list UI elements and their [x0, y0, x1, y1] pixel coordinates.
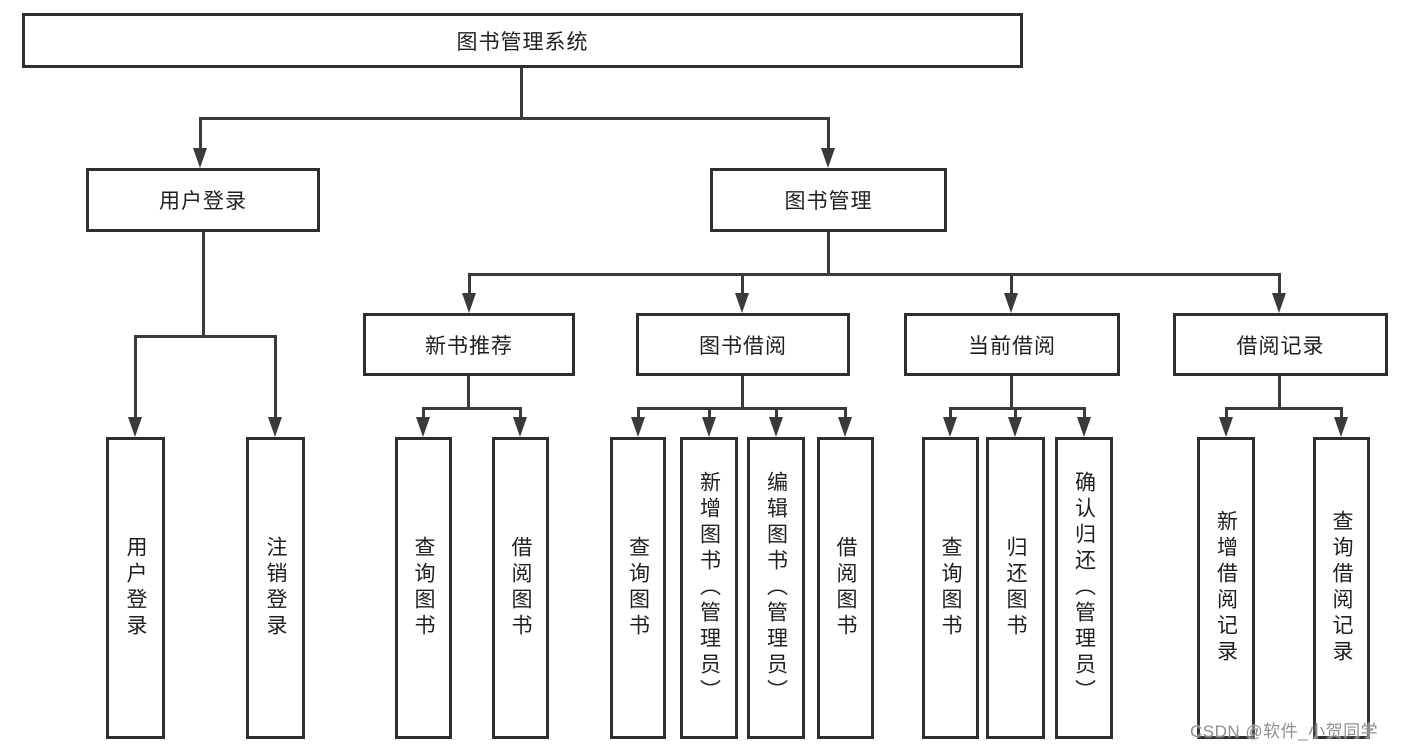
- arrow-to-book-borrow: [735, 293, 749, 313]
- arrow-to-leaf: [943, 417, 957, 437]
- connector-stem-leaf: [1340, 407, 1343, 420]
- connector-book-borrow-rail: [637, 407, 847, 410]
- connector-stem-leaf: [775, 407, 778, 420]
- connector-stem-leaf: [1225, 407, 1228, 420]
- leaf-edit-books-admin: 编辑图书（管理员）: [747, 437, 805, 739]
- leaf-confirm-return-admin: 确认归还（管理员）: [1055, 437, 1113, 739]
- arrow-to-borrow-records: [1272, 293, 1286, 313]
- connector-stem-leaf: [637, 407, 640, 420]
- connector-new-book-rail: [422, 407, 522, 410]
- leaf-query-borrow-record: 查询借阅记录: [1313, 437, 1370, 739]
- connector-stem-leaf-login: [134, 335, 137, 417]
- leaf-borrow-books-recommend: 借阅图书: [492, 437, 549, 739]
- connector-level3-rail: [468, 273, 1281, 276]
- connector-stem-leaf: [949, 407, 952, 420]
- arrow-to-leaf: [631, 417, 645, 437]
- arrow-to-leaf: [416, 417, 430, 437]
- connector-stem-leaf: [422, 407, 425, 420]
- connector-stem-leaf: [519, 407, 522, 420]
- arrow-to-leaf: [1008, 417, 1022, 437]
- connector-current-borrow-rail: [949, 407, 1086, 410]
- connector-stem-book-mgmt: [827, 117, 830, 150]
- node-borrow-records: 借阅记录: [1173, 313, 1388, 376]
- leaf-label: 查询借阅记录: [1330, 510, 1353, 666]
- connector-borrow-records-drop: [1278, 376, 1281, 407]
- node-user-login: 用户登录: [86, 168, 320, 232]
- leaf-label: 新增借阅记录: [1214, 510, 1238, 666]
- arrow-to-leaf: [1077, 417, 1091, 437]
- leaf-label: 借阅图书: [834, 536, 857, 640]
- leaf-query-books-current: 查询图书: [922, 437, 979, 739]
- arrow-to-leaf: [513, 417, 527, 437]
- connector-stem-new-book: [468, 273, 471, 295]
- connector-stem-current-borrow: [1010, 273, 1013, 295]
- connector-stem-book-borrow: [741, 273, 744, 295]
- connector-stem-leaf-logout: [274, 335, 277, 417]
- connector-stem-user-login: [199, 117, 202, 150]
- arrow-to-new-book: [462, 293, 476, 313]
- arrow-to-leaf: [838, 417, 852, 437]
- leaf-label: 查询图书: [626, 536, 650, 640]
- node-current-borrow: 当前借阅: [904, 313, 1120, 376]
- leaf-query-books-borrow: 查询图书: [610, 437, 666, 739]
- connector-current-borrow-drop: [1010, 376, 1013, 407]
- leaf-label: 确认归还（管理员）: [1072, 471, 1096, 705]
- arrow-to-leaf-logout: [268, 417, 282, 437]
- leaf-label: 查询图书: [412, 536, 435, 640]
- node-book-management: 图书管理: [710, 168, 947, 232]
- arrow-to-book-mgmt: [821, 148, 835, 168]
- leaf-label: 编辑图书（管理员）: [764, 471, 788, 705]
- connector-stem-leaf: [1083, 407, 1086, 420]
- connector-stem-leaf: [708, 407, 711, 420]
- connector-new-book-drop: [467, 376, 470, 407]
- leaf-query-books-recommend: 查询图书: [395, 437, 452, 739]
- connector-stem-leaf: [1014, 407, 1017, 420]
- connector-user-login-drop: [202, 232, 205, 335]
- leaf-label: 用户登录: [124, 536, 147, 640]
- connector-user-login-rail: [134, 335, 277, 338]
- node-new-book-recommend: 新书推荐: [363, 313, 575, 376]
- connector-book-borrow-drop: [741, 376, 744, 407]
- arrow-to-user-login: [193, 148, 207, 168]
- leaf-logout: 注销登录: [246, 437, 305, 739]
- connector-root-drop: [520, 68, 523, 117]
- arrow-to-leaf-login: [128, 417, 142, 437]
- arrow-to-leaf: [702, 417, 716, 437]
- arrow-to-current-borrow: [1004, 293, 1018, 313]
- csdn-watermark: CSDN @软件_小贺同学: [1190, 722, 1379, 741]
- arrow-to-leaf: [1219, 417, 1233, 437]
- connector-stem-leaf: [844, 407, 847, 420]
- node-book-borrow: 图书借阅: [636, 313, 850, 376]
- leaf-label: 查询图书: [939, 536, 962, 640]
- arrow-to-leaf: [769, 417, 783, 437]
- leaf-return-books: 归还图书: [986, 437, 1045, 739]
- leaf-borrow-books: 借阅图书: [817, 437, 874, 739]
- connector-stem-borrow-records: [1278, 273, 1281, 295]
- leaf-label: 归还图书: [1004, 536, 1027, 640]
- connector-borrow-records-rail: [1225, 407, 1343, 410]
- connector-book-mgmt-drop: [827, 232, 830, 273]
- leaf-add-borrow-record: 新增借阅记录: [1197, 437, 1255, 739]
- leaf-label: 新增图书（管理员）: [697, 471, 721, 705]
- node-library-system: 图书管理系统: [22, 13, 1023, 68]
- leaf-add-books-admin: 新增图书（管理员）: [680, 437, 738, 739]
- leaf-label: 注销登录: [264, 536, 287, 640]
- leaf-label: 借阅图书: [509, 536, 532, 640]
- leaf-user-login: 用户登录: [106, 437, 165, 739]
- arrow-to-leaf: [1334, 417, 1348, 437]
- connector-level2-rail: [199, 117, 830, 120]
